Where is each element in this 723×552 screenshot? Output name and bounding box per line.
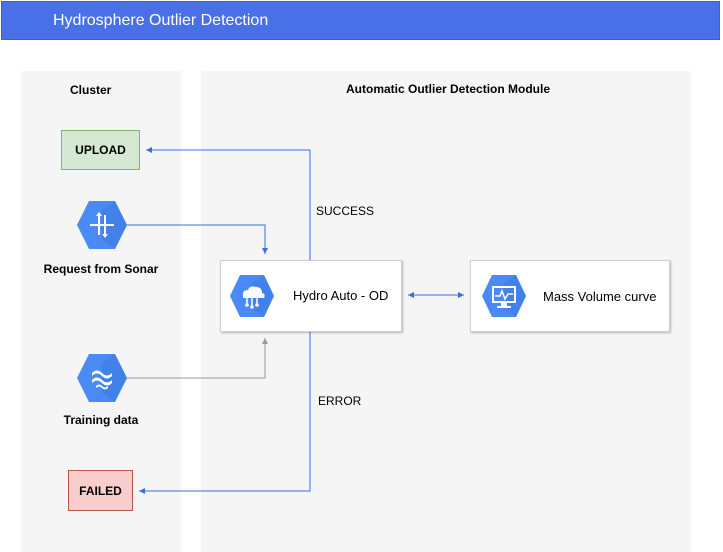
failed-box: FAILED (68, 470, 133, 511)
error-label: ERROR (318, 394, 362, 408)
mass-volume-node: Mass Volume curve (470, 260, 670, 332)
error-edge (139, 332, 311, 494)
training-caption: Training data (63, 413, 139, 427)
mass-volume-label: Mass Volume curve (543, 289, 657, 304)
gcp-cloud-ml-icon (230, 275, 274, 317)
gcp-interconnect-icon (77, 201, 127, 249)
diagram-title: Hydrosphere Outlier Detection (53, 12, 269, 29)
upload-box: UPLOAD (61, 130, 140, 170)
title-bar: Hydrosphere Outlier Detection (1, 1, 720, 40)
module-panel-title: Automatic Outlier Detection Module (346, 82, 551, 96)
request-edge (127, 224, 268, 254)
hydro-od-node: Hydro Auto - OD (220, 260, 402, 332)
cluster-panel-title: Cluster (70, 83, 112, 97)
gcp-monitoring-icon (482, 275, 526, 317)
training-edge (127, 338, 268, 379)
hydro-od-label: Hydro Auto - OD (293, 288, 389, 303)
gcp-dataflow-icon (77, 354, 127, 402)
success-label: SUCCESS (316, 204, 375, 218)
success-edge (146, 147, 311, 260)
request-caption: Request from Sonar (43, 262, 159, 276)
